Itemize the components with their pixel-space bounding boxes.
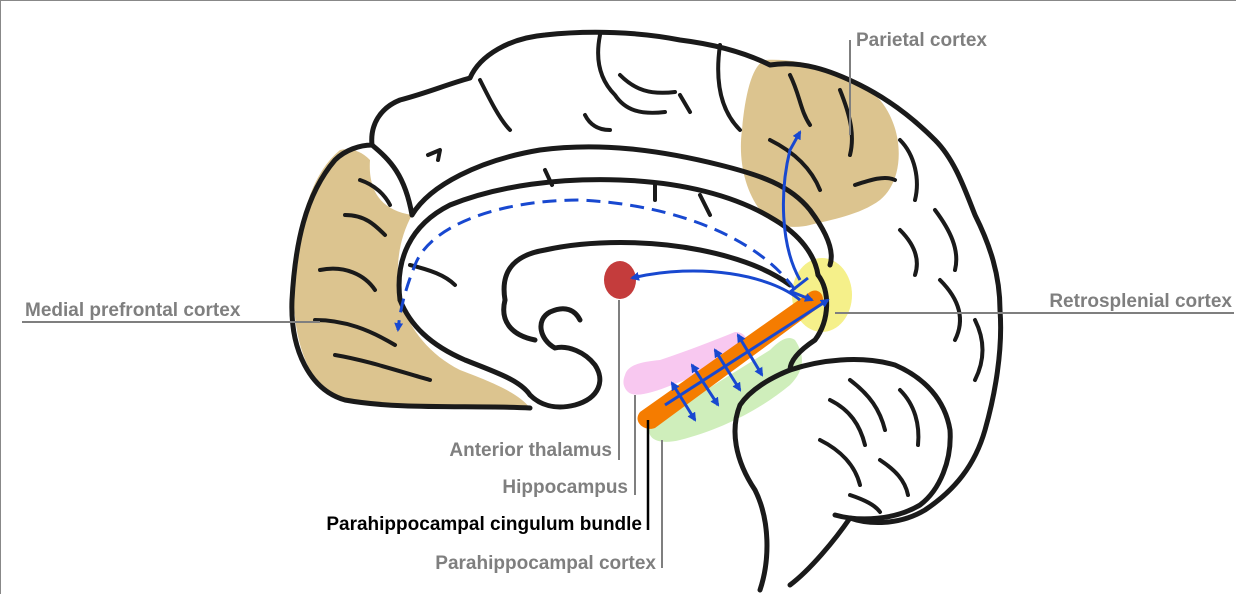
cerebellum-folia-4 [820,440,860,485]
sulcus-19 [900,230,917,275]
sulcus-6 [585,115,610,130]
corpus-callosum-inner [504,243,790,301]
label-retrosplenial-cortex: Retrosplenial cortex [1049,291,1232,312]
label-parietal-cortex: Parietal cortex [856,30,987,51]
label-anterior-thalamus: Anterior thalamus [449,440,612,461]
label-hippocampus: Hippocampus [502,477,628,498]
temporal-pole-outline [504,300,535,340]
sulcus-17 [940,280,960,340]
sulcus-15 [900,140,917,200]
parietal-region [741,60,899,227]
label-parahippocampal-cingulum-bundle: Parahippocampal cingulum bundle [326,514,642,535]
sulcus-4 [718,45,740,130]
cerebellum-folia-6 [850,495,880,512]
sulcus-18 [975,320,983,380]
sulcus-25 [410,265,455,285]
cerebellum-folia-5 [880,460,908,495]
sulcus-16 [935,210,956,270]
cerebellum-outline [790,360,950,519]
sulcus-7 [428,150,440,160]
anterior-thalamus-region [604,261,636,299]
sulcus-5 [680,95,690,112]
label-parahippocampal-cortex: Parahippocampal cortex [435,553,656,574]
cerebellum-folia-3 [900,390,918,445]
sulcus-10 [700,195,710,215]
cerebellum-folia-2 [830,400,865,445]
sulcus-3 [620,75,675,93]
label-medial-prefrontal-cortex: Medial prefrontal cortex [25,300,241,321]
sulcus-1 [480,80,510,130]
dashed-arrow-rsc-to-mpfc [398,200,795,330]
sulcus-2 [598,35,665,113]
